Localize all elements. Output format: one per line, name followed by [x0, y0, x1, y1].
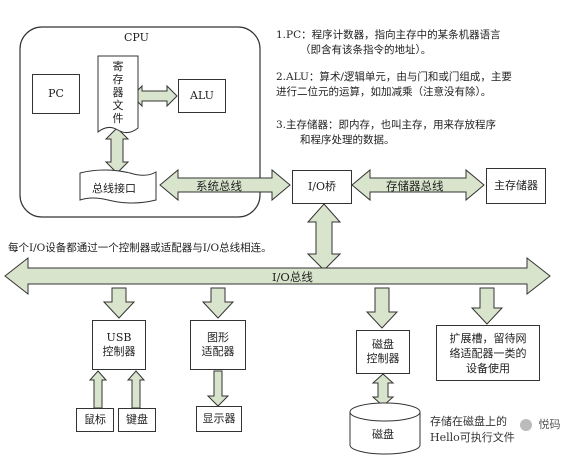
io-bridge-label: I/O桥 — [307, 180, 337, 193]
keyboard-box: 键盘 — [118, 408, 156, 432]
note-alu: 2.ALU：算术/逻辑单元，由与门和或门组成，主要 进行二位元的运算，如加减乘（… — [276, 70, 512, 100]
register-file-label: 寄存器文件 — [110, 60, 126, 125]
disk-cylinder — [349, 402, 421, 455]
expansion-slot-box: 扩展槽，留待网 络适配器一类的 设备使用 — [436, 325, 540, 381]
mouse-box: 鼠标 — [76, 408, 114, 432]
graphics-label-line1: 图形 — [207, 331, 229, 344]
memory-bus-arrow — [351, 168, 485, 202]
disk-label: 磁盘 — [372, 428, 394, 441]
graphics-adapter-box: 图形 适配器 — [190, 320, 246, 370]
bus-interface-shape — [79, 169, 157, 204]
system-bus-arrow — [159, 168, 291, 202]
main-memory-box: 主存储器 — [486, 168, 546, 204]
slot-label-line3: 设备使用 — [466, 361, 510, 375]
monitor-down-arrow — [206, 370, 230, 407]
cpu-container — [19, 26, 261, 218]
note-alu-line1: 2.ALU：算术/逻辑单元，由与门和或门组成，主要 — [276, 71, 512, 83]
note-memory-line1: 3.主存储器：即内存，也叫主存，用来存放程序 — [276, 119, 497, 131]
disk-note-line2: Hello可执行文件 — [430, 431, 515, 444]
io-bus-label: I/O总线 — [272, 270, 313, 284]
slot-label-line2: 络适配器一类的 — [449, 346, 527, 360]
disk-ctrl-label-line1: 磁盘 — [372, 338, 394, 351]
system-bus-label: 系统总线 — [196, 179, 242, 193]
slot-label-line1: 扩展槽，留待网 — [449, 331, 527, 345]
register-file-shape — [97, 55, 139, 134]
cpu-title: CPU — [124, 31, 149, 44]
io-bus-arrow — [4, 256, 551, 296]
graphics-down-arrow — [201, 287, 235, 319]
note-memory-line2: 和程序处理的数据。 — [300, 134, 395, 146]
graphics-label-line2: 适配器 — [201, 345, 235, 358]
bridge-iobus-arrow — [306, 203, 342, 271]
note-pc-line1: 1.PC：程序计数器，指向主存中的某条机器语言 — [276, 29, 501, 41]
io-bridge-box: I/O桥 — [292, 170, 352, 204]
pc-box: PC — [32, 74, 80, 114]
disk-ctrl-label-line2: 控制器 — [366, 352, 400, 365]
monitor-label: 显示器 — [202, 412, 236, 425]
note-pc: 1.PC：程序计数器，指向主存中的某条机器语言 （即含有该条指令的地址）。 — [276, 28, 501, 58]
monitor-box: 显示器 — [196, 406, 242, 432]
pc-label: PC — [48, 87, 64, 100]
disk-double-arrow — [371, 373, 395, 407]
watermark: 悦码 — [520, 416, 561, 432]
mouse-up-arrow — [88, 370, 108, 409]
io-device-note: 每个I/O设备都通过一个控制器或适配器与I/O总线相连。 — [8, 242, 272, 254]
usb-label-line1: USB — [106, 331, 132, 344]
bus-interface-label: 总线接口 — [92, 182, 136, 195]
usb-controller-box: USB 控制器 — [92, 320, 146, 370]
disk-note: 存储在磁盘上的 Hello可执行文件 — [430, 414, 515, 446]
note-pc-line2: （即含有该条指令的地址）。 — [300, 44, 432, 56]
keyboard-label: 键盘 — [126, 413, 148, 426]
main-memory-label: 主存储器 — [494, 179, 538, 192]
watermark-icon — [520, 419, 532, 431]
disk-controller-box: 磁盘 控制器 — [356, 330, 410, 374]
register-file-text: 寄存器文件 — [112, 60, 124, 125]
note-memory: 3.主存储器：即内存，也叫主存，用来存放程序 和程序处理的数据。 — [276, 118, 496, 148]
alu-box: ALU — [178, 79, 226, 113]
usb-down-arrow — [102, 287, 136, 319]
mouse-label: 鼠标 — [84, 413, 106, 426]
regfile-alu-arrow — [131, 84, 178, 108]
disk-down-arrow — [365, 287, 399, 329]
usb-label-line2: 控制器 — [102, 345, 136, 358]
slot-down-arrow — [470, 287, 504, 325]
memory-bus-label: 存储器总线 — [386, 179, 444, 193]
keyboard-up-arrow — [126, 370, 146, 409]
note-alu-line2: 进行二位元的运算，如加减乘（注意没有除）。 — [276, 86, 492, 98]
disk-note-line1: 存储在磁盘上的 — [430, 415, 507, 428]
alu-label: ALU — [190, 89, 214, 102]
watermark-text: 悦码 — [538, 418, 561, 431]
